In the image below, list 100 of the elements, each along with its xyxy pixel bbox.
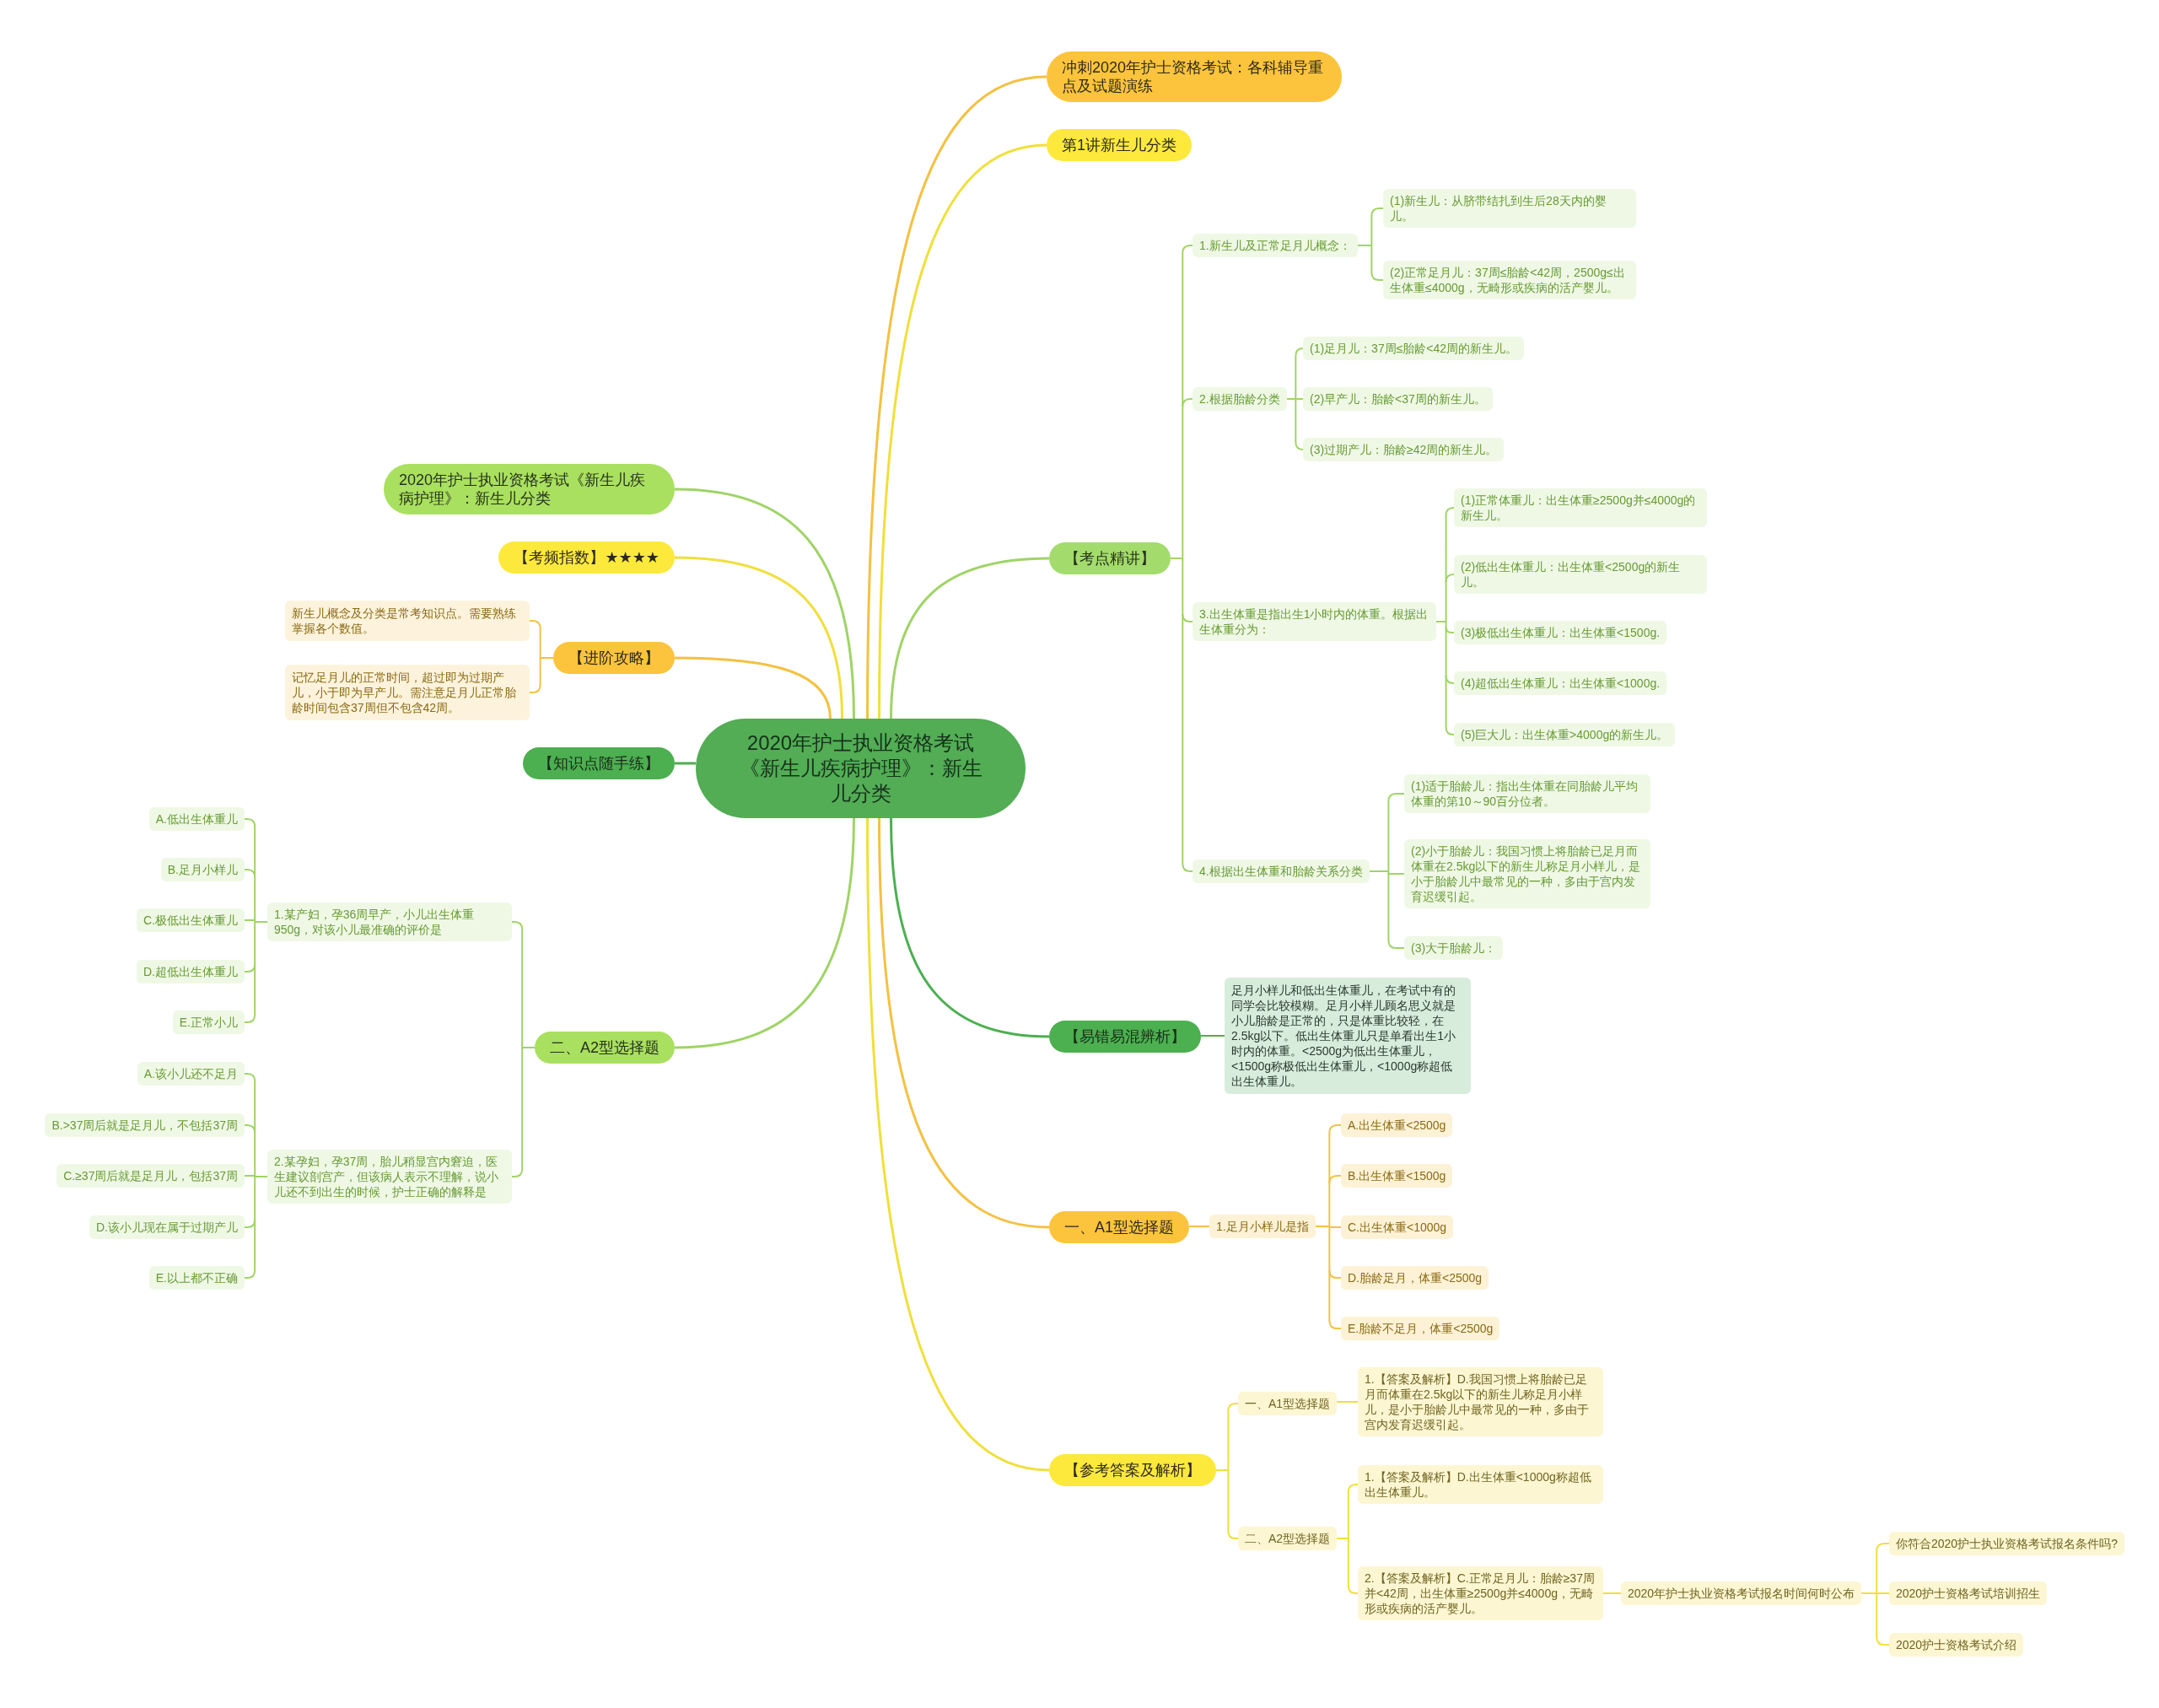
subtopic-box: (1)适于胎龄儿：指出生体重在同胎龄儿平均体重的第10～90百分位者。 [1404,774,1650,813]
connector-line [1356,215,1373,273]
connector-line [1227,1403,1239,1412]
connector-line [1170,252,1184,865]
subtopic-box: D.该小儿现在属于过期产儿 [89,1215,245,1239]
subtopic-box: E.胎龄不足月，体重<2500g [1341,1317,1500,1340]
connector-line [1328,1226,1342,1228]
subtopic-box: (3)大于胎龄儿： [1404,936,1504,960]
subtopic-box: 2.某孕妇，孕37周，胎儿稍显宫内窘迫，医生建议剖宫产，但该病人表示不理解，说小儿还不到出生的时候，护士正确的解释是 [267,1150,512,1204]
subtopic-box: 1.【答案及解析】D.我国习惯上将胎龄已足月而体重在2.5kg以下的新生儿称足月小样儿，是小于胎龄儿中最常见的一种，多由于宫内发育迟缓引起。 [1358,1367,1603,1436]
subtopic-box: (2)低出生体重儿：出生体重<2500g的新生儿。 [1454,555,1707,594]
connector-line [1328,1269,1342,1279]
connector-line [254,826,268,1016]
connector-line [244,963,256,973]
subtopic-box: 你符合2020护士执业资格考试报名条件吗? [1889,1532,2124,1555]
subtopic-box: 二、A2型选择题 [1238,1527,1338,1550]
note-box: 新生儿概念及分类是常考知识点。需要熟练掌握各个数值。 [285,601,530,641]
subtopic-box: 2.【答案及解析】C.正常足月儿：胎龄≥37周并<42周，出生体重≥2500g并≤4000g，无畸形或疾病的活产婴儿。 [1358,1566,1603,1620]
connector-line [244,919,256,921]
connector-line [1182,613,1193,622]
connector-line [1876,1592,1890,1594]
subtopic-box: D.胎龄足月，体重<2500g [1341,1266,1489,1290]
branch-topic: 【进阶攻略】 [553,642,675,674]
connector-line [244,1073,256,1082]
connector-line [1295,348,1304,357]
connector-line [674,817,855,1049]
subtopic-box: B.>37周后就是足月儿，不包括37周 [45,1113,245,1137]
subtopic-box: B.足月小样儿 [160,858,245,881]
connector-line [1445,675,1455,684]
branch-topic: 二、A2型选择题 [534,1032,675,1064]
connector-line [254,1080,268,1271]
subtopic-box: 2020护士资格考试培训招生 [1889,1581,2048,1605]
connector-line [1445,507,1455,516]
branch-topic: 【易错易混辨析】 [1049,1021,1201,1053]
connector-line [1860,1550,1878,1638]
connector-line [1347,1585,1359,1594]
connector-line [675,762,696,765]
subtopic-box: C.极低出生体重儿 [137,908,245,932]
connector-line [1876,1636,1890,1646]
subtopic-box: A.低出生体重儿 [148,807,245,831]
connector-line [1314,1132,1331,1322]
connector-line [1387,793,1405,802]
connector-line [1370,207,1384,217]
note-box: 记忆足月儿的正常时间，超过即为过期产儿，小于即为早产儿。需注意足月儿正常胎龄时间包含37周但不包含42周。 [285,665,530,720]
connector-line [529,684,541,693]
subtopic-box: 2.根据胎龄分类 [1193,387,1287,411]
connector-line [1295,398,1304,400]
branch-topic: 【参考答案及解析】 [1049,1454,1216,1486]
branch-topic: 【考频指数】★★★★ [498,541,675,574]
connector-line [878,817,1050,1229]
connector-line [1445,626,1455,633]
subtopic-box: (1)新生儿：从脐带结扎到生后28天内的婴儿。 [1383,189,1636,228]
connector-line [1182,245,1193,254]
connector-line [244,1124,256,1134]
connector-line [511,1168,524,1177]
subtopic-box: 1.足月小样儿是指 [1209,1215,1316,1238]
connector-line [674,656,832,719]
connector-line [878,143,1047,719]
connector-line [1368,800,1390,941]
connector-line [1445,726,1455,735]
subtopic-box: B.出生体重<1500g [1341,1164,1453,1188]
connector-line [1285,354,1297,444]
connector-line [1336,1491,1349,1587]
subtopic-box: 4.根据出生体重和胎龄关系分类 [1193,859,1370,883]
connector-line [890,817,1050,1038]
connector-line [244,1269,256,1279]
connector-line [1445,574,1455,583]
connector-line [866,818,1050,1472]
subtopic-box: C.出生体重<1000g [1341,1215,1454,1239]
subtopic-box: (4)超低出生体重儿：出生体重<1000g. [1454,671,1667,695]
connector-line [890,557,1050,719]
subtopic-box: D.超低出生体重儿 [137,960,245,983]
connector-line [511,921,524,930]
connector-line [1215,1410,1230,1532]
subtopic-box: (2)小于胎龄儿：我国习惯上将胎龄已足月而体重在2.5kg以下的新生儿称足月小样儿，是小于胎龄儿中最常见的一种，多由于宫内发育迟缓引起。 [1404,839,1650,908]
branch-topic: 一、A1型选择题 [1049,1211,1190,1243]
subtopic-box: (2)早产儿：胎龄<37周的新生儿。 [1303,387,1493,411]
connector-line [1200,1035,1225,1037]
connector-line [244,818,256,827]
subtopic-box: E.以上都不正确 [148,1266,245,1290]
connector-line [1387,940,1405,949]
subtopic-box: 3.出生体重是指出生1小时内的体重。根据出生体重分为： [1193,602,1436,641]
connector-line [1876,1543,1890,1552]
subtopic-box: 2020护士资格考试介绍 [1889,1633,2024,1657]
connector-line [521,929,536,1170]
connector-line [244,1014,256,1023]
subtopic-box: 1.某产妇，孕36周早产，小儿出生体重950g，对该小儿最准确的评价是 [267,902,512,941]
connector-line [1182,398,1193,407]
connector-line [1227,1530,1239,1539]
connector-line [1336,1401,1359,1403]
branch-topic: 冲刺2020年护士资格考试：各科辅导重点及试题演练 [1047,51,1342,102]
connector-line [1188,1226,1210,1227]
subtopic-box: (1)正常体重儿：出生体重≥2500g并≤4000g的新生儿。 [1454,488,1707,527]
branch-topic: 【知识点随手练】 [523,747,675,779]
central-topic: 2020年护士执业资格考试《新生儿疾病护理》：新生儿分类 [696,719,1026,818]
connector-line [1387,871,1405,875]
note-box: 足月小样儿和低出生体重儿，在考试中有的同学会比较模糊。足月小样儿顾名思义就是小儿胎龄是正常的，只是体重比较轻，在2.5kg以下。低出生体重儿只是单看出生1小时内的体重。<2500g为低出生体重儿，<1500g称极低出生体重儿，<1000g称超低出生体重儿。 [1225,978,1471,1094]
subtopic-box: (2)正常足月儿：37周≤胎龄<42周，2500g≤出生体重≤4000g，无畸形或疾病的活产婴儿。 [1383,261,1636,299]
connector-line [1328,1175,1342,1184]
connector-line [674,488,855,719]
